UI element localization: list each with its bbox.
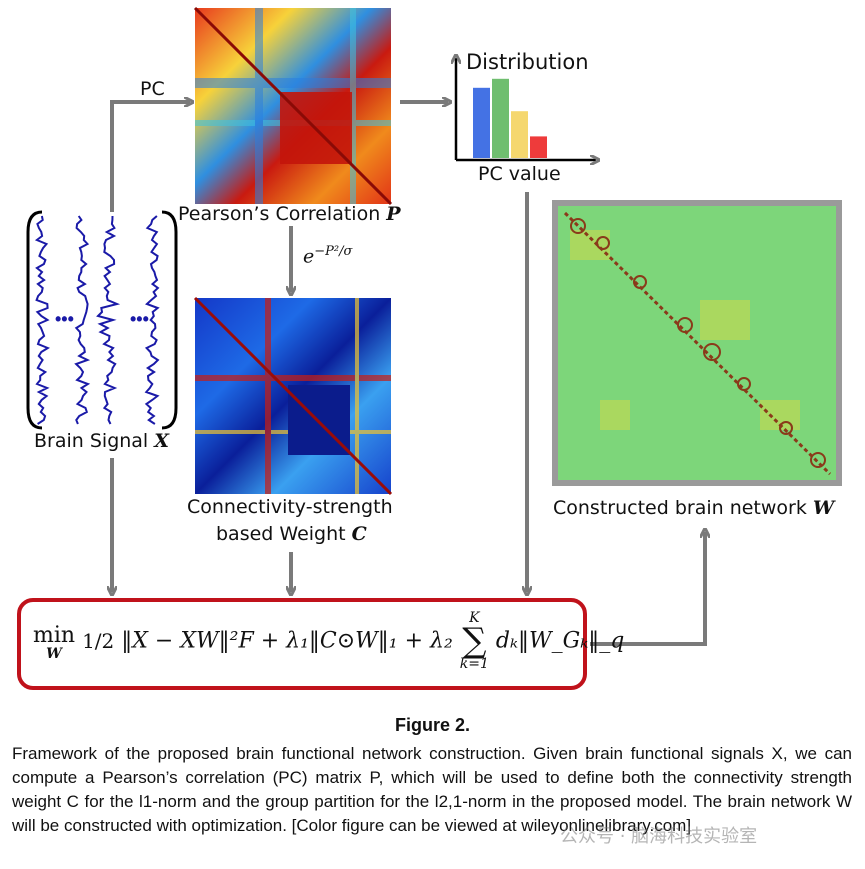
constructed-network-label: Constructed brain network W [553, 497, 835, 519]
objective-formula-box: min W 1/2 ‖X − XW‖²F + λ₁‖C⊙W‖₁ + λ₂ K ∑… [17, 598, 624, 690]
svg-text:•••: ••• [130, 309, 149, 329]
pearson-label: Pearson’s Correlation P [178, 203, 401, 225]
distribution-bar [492, 78, 509, 158]
distribution-histogram [456, 58, 596, 160]
distribution-bar [473, 87, 490, 158]
pc-label: PC [140, 78, 165, 100]
flow-arrows [112, 102, 705, 646]
distribution-bar [511, 111, 528, 158]
pc-value-label: PC value [478, 163, 561, 185]
distribution-label: Distribution [466, 50, 589, 74]
connectivity-label-line1: Connectivity-strength [187, 496, 393, 518]
svg-text:•••: ••• [55, 309, 74, 329]
objective-formula: min W 1/2 ‖X − XW‖²F + λ₁‖C⊙W‖₁ + λ₂ K ∑… [33, 610, 625, 672]
watermark: 公众号 · 脑海科技实验室 [560, 826, 758, 847]
constructed-network-matrix [552, 200, 842, 486]
pearson-correlation-matrix [193, 6, 393, 206]
brain-signal-traces: ••• ••• [26, 210, 178, 430]
exp-kernel-label: e−P²/σ [303, 244, 353, 268]
figure-caption: Framework of the proposed brain function… [12, 744, 852, 835]
framework-diagram: ••• ••• [26, 6, 842, 646]
connectivity-label-line2: based Weight C [216, 523, 367, 545]
figure-title: Figure 2. [394, 715, 470, 735]
connectivity-weight-matrix [193, 296, 393, 496]
distribution-bar [530, 136, 547, 158]
brain-signal-label: Brain Signal X [34, 430, 170, 452]
